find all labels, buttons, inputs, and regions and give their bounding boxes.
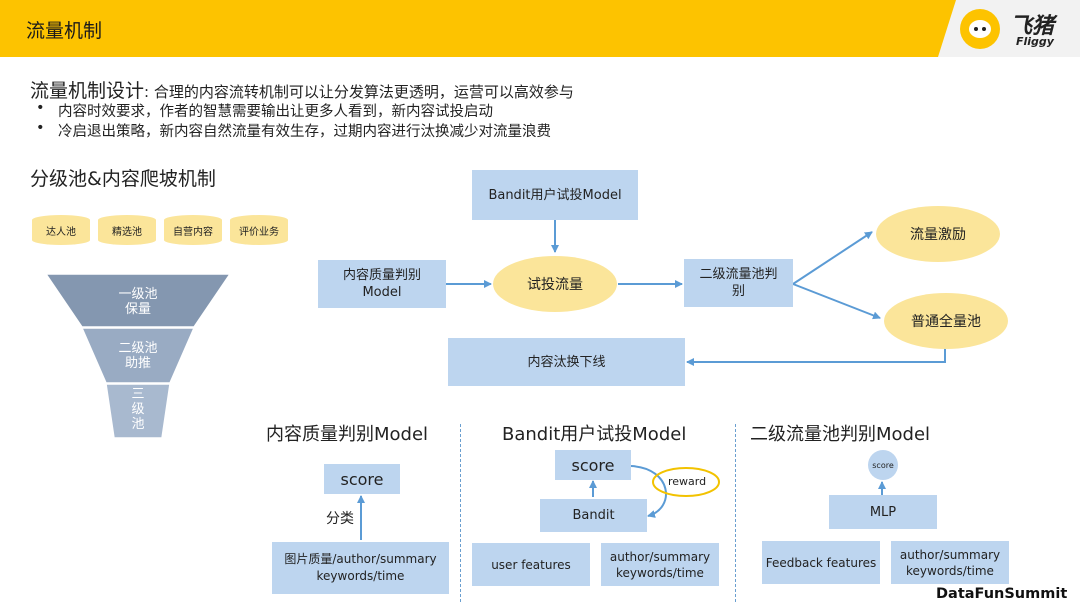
bandit-score-box: score: [555, 450, 631, 480]
funnel-level1: [44, 273, 232, 328]
intro-bullet-1: 内容时效要求，作者的智慧需要输出让更多人看到，新内容试投启动: [36, 100, 493, 121]
reward-ellipse: [652, 467, 720, 497]
page-title: 流量机制: [26, 20, 103, 42]
node-eliminate: 内容汰换下线: [448, 338, 685, 386]
bandit-content-features-box: author/summary keywords/time: [601, 543, 719, 586]
intro-desc: : 合理的内容流转机制可以让分发算法更透明，运营可以高效参与: [144, 83, 574, 101]
pig-logo-icon: [960, 9, 1000, 49]
level2-score-circle: score: [868, 450, 898, 480]
funnel-level3: [105, 383, 171, 439]
bandit-reward-label: reward: [668, 475, 707, 488]
node-traffic-boost: 流量激励: [876, 206, 1000, 262]
node-bandit-model: Bandit用户试投Model: [472, 170, 638, 220]
pool-cylinder-1: 达人池: [32, 215, 90, 245]
bandit-user-features-box: user features: [472, 543, 590, 586]
node-quality-model: 内容质量判别 Model: [318, 260, 446, 308]
funnel-label-1: 一级池 保量: [118, 287, 158, 317]
bandit-box: Bandit: [540, 499, 647, 532]
arrow-level2-to-boost: [792, 231, 873, 285]
node-trial-traffic: 试投流量: [493, 256, 617, 312]
header-bar: [0, 0, 1080, 57]
pool-cylinder-2: 精选池: [98, 215, 156, 245]
quality-score-box: score: [324, 464, 400, 494]
divider-2: [735, 424, 736, 602]
arrow-normal-to-eliminate: [686, 343, 946, 366]
level2-model-title: 二级流量池判别Model: [750, 424, 931, 445]
pool-cylinder-4: 评价业务: [230, 215, 288, 245]
level2-feedback-features-box: Feedback features: [762, 541, 880, 584]
quality-model-title: 内容质量判别Model: [266, 424, 429, 445]
level2-content-features-box: author/summary keywords/time: [891, 541, 1009, 584]
node-level2-judge: 二级流量池判 别: [684, 259, 793, 307]
pool-cylinder-3: 自营内容: [164, 215, 222, 245]
brand-watermark: DataFunSummit: [936, 586, 1068, 602]
bandit-model-title: Bandit用户试投Model: [502, 424, 687, 445]
intro-heading: 流量机制设计: 合理的内容流转机制可以让分发算法更透明，运营可以高效参与: [30, 76, 574, 103]
mlp-box: MLP: [829, 495, 937, 529]
logo-text-cn: 飞猪: [1010, 14, 1055, 39]
intro-bullet-2: 冷启退出策略，新内容自然流量有效生存，过期内容进行汰换减少对流量浪费: [36, 120, 551, 141]
arrow-level2-to-normal: [792, 283, 881, 320]
funnel-level2: [80, 327, 196, 384]
arrow-reward-loop: [630, 465, 667, 518]
funnel-label-2: 二级池 助推: [118, 341, 158, 371]
intro-title: 流量机制设计: [30, 80, 145, 102]
funnel-label-3: 三 级 池: [131, 387, 145, 432]
quality-edge-label: 分类: [326, 511, 354, 527]
node-normal-pool: 普通全量池: [884, 293, 1008, 349]
logo-text-en: Fliggy: [1016, 35, 1054, 48]
quality-input-box: 图片质量/author/summary keywords/time: [272, 542, 449, 594]
pool-section-title: 分级池&内容爬坡机制: [30, 168, 216, 190]
divider-1: [460, 424, 461, 602]
